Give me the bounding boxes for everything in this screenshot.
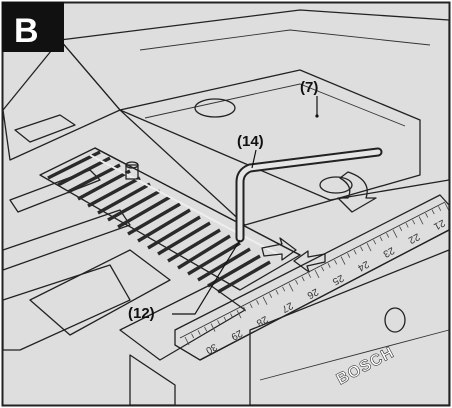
ruler-tick-mark xyxy=(392,229,398,238)
ruler-tick-label: 25 xyxy=(330,272,345,287)
ruler-tick-mark xyxy=(184,336,190,346)
ruler-tick-label: 30 xyxy=(203,341,218,356)
ruler-tick-mark xyxy=(269,293,273,299)
ruler-tick-mark xyxy=(405,222,409,228)
leader-line-14 xyxy=(251,149,257,169)
ruler-tick-mark xyxy=(425,212,429,218)
ruler-tick-mark xyxy=(288,283,294,292)
ruler-tick-marks xyxy=(184,202,450,346)
ruler-tick-mark xyxy=(275,289,279,295)
base-bolt xyxy=(384,307,406,333)
hex-wrench xyxy=(235,147,383,243)
ruler-tick-labels: 21 22 23 24 25 26 27 28 29 30 xyxy=(203,217,446,356)
housing-left-wall xyxy=(2,39,121,161)
housing-ridge xyxy=(139,29,431,51)
ruler-tick-mark xyxy=(236,310,242,319)
cutter-drum-top-edge xyxy=(94,147,301,256)
ruler-tick-mark xyxy=(334,259,338,265)
top-plate-hole-1 xyxy=(194,98,236,118)
ruler-tick-mark xyxy=(308,273,312,278)
top-plate xyxy=(119,69,421,226)
ruler-tick-mark xyxy=(347,253,351,258)
rotation-arrow xyxy=(337,171,377,213)
callout-14: (14) xyxy=(237,133,264,150)
top-plate-hole-2 xyxy=(319,176,353,194)
ruler-tick-mark xyxy=(399,226,403,232)
ruler-tick-label: 26 xyxy=(305,286,320,301)
leader-line-12 xyxy=(172,239,241,315)
ruler-tick-mark xyxy=(379,236,383,242)
ruler-tick-mark xyxy=(230,313,234,319)
ruler-tick-mark xyxy=(418,216,424,225)
base-edge xyxy=(259,329,450,381)
push-arrow-right xyxy=(261,237,297,261)
ruler-tick-mark xyxy=(191,333,195,339)
ruler-tick-label: 24 xyxy=(355,258,370,273)
ruler-tick-label: 27 xyxy=(279,299,294,314)
ruler-tick-mark xyxy=(301,276,305,282)
ruler-tick-mark xyxy=(353,249,357,255)
panel-letter-box xyxy=(2,2,64,52)
ruler-tick-mark xyxy=(314,269,320,279)
ruler-tick-mark xyxy=(444,202,450,212)
ruler-tick-label: 28 xyxy=(254,313,269,328)
ruler-tick-mark xyxy=(262,296,268,305)
ruler-tick-mark xyxy=(223,316,227,322)
panel-letter: B xyxy=(14,12,39,50)
ruler-tick-mark xyxy=(217,320,221,325)
ruler-tick-mark xyxy=(282,286,286,292)
ruler-tick-mark xyxy=(340,256,346,265)
ruler-tick-mark xyxy=(243,306,247,312)
ruler-tick-label: 21 xyxy=(431,217,446,232)
ruler-tick-mark xyxy=(360,246,364,252)
drum-screw xyxy=(125,161,139,180)
cutter-drum-ribs xyxy=(47,150,271,294)
lower-roller xyxy=(29,249,171,336)
callout-7: (7) xyxy=(300,79,318,96)
left-slot-2 xyxy=(9,169,101,213)
leader-dot-7 xyxy=(315,114,319,118)
ruler-tick-mark xyxy=(412,219,416,225)
ruler-tick-label: 29 xyxy=(229,327,244,342)
ruler-tick-label: 23 xyxy=(381,244,396,259)
ruler-tick-mark xyxy=(210,323,216,332)
ruler-tick-label: 22 xyxy=(406,230,421,245)
ruler-tick-mark xyxy=(204,326,208,332)
ruler-tick-mark xyxy=(249,303,253,309)
ruler-tick-mark xyxy=(373,239,377,245)
ruler-tick-mark xyxy=(256,299,260,305)
ruler-tick-mark xyxy=(327,263,331,268)
ruler-tick-mark xyxy=(438,206,442,211)
left-slot-1 xyxy=(14,114,76,143)
callout-12: (12) xyxy=(128,305,155,322)
ruler-tick-mark xyxy=(431,209,435,215)
ruler-tick-mark xyxy=(386,232,390,238)
ruler-tick-mark xyxy=(321,266,325,272)
ruler-tick-mark xyxy=(295,279,299,285)
top-plate-edge xyxy=(144,83,406,127)
ruler-tick-mark xyxy=(197,330,201,335)
scene-background xyxy=(3,3,449,405)
ruler-tick-mark xyxy=(366,243,372,252)
cutter-drum-highlight xyxy=(89,154,286,259)
